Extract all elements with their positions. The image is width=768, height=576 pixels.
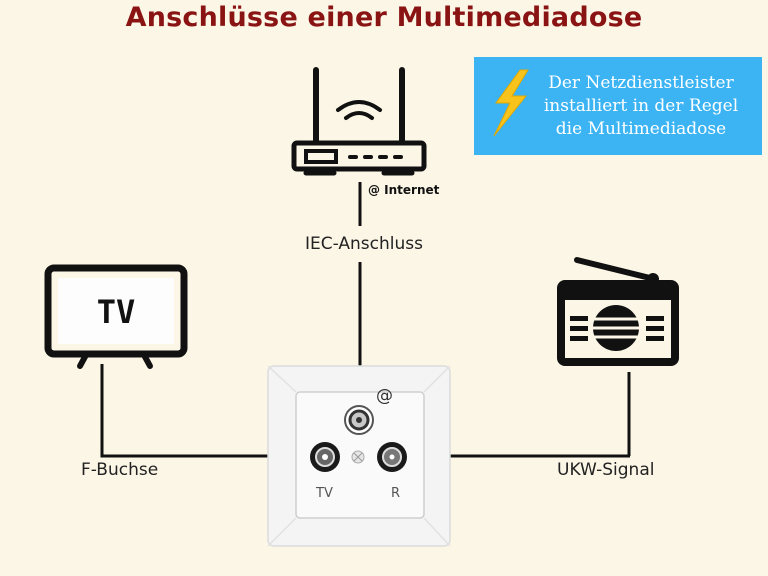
- port-internet[interactable]: [344, 405, 374, 435]
- ukw-label: UKW-Signal: [557, 460, 655, 480]
- internet-label: @ Internet: [368, 183, 440, 197]
- info-text: Der Netzdienstleister installiert in der…: [528, 72, 754, 141]
- cables: [100, 182, 631, 458]
- port-at-label: @: [376, 386, 393, 406]
- screw-icon: [351, 450, 365, 464]
- radio-icon: [557, 257, 679, 366]
- iec-label: IEC-Anschluss: [305, 234, 423, 254]
- cable-ukw: [412, 372, 631, 458]
- router-icon: [291, 67, 427, 176]
- info-line-2: installiert in der Regel: [543, 96, 739, 116]
- multimedia-socket: [267, 365, 451, 547]
- port-r-label: R: [391, 486, 401, 501]
- page-title: Anschlüsse einer Multimediadose: [125, 2, 643, 33]
- port-tv-label: TV: [316, 486, 333, 501]
- port-radio[interactable]: [377, 442, 407, 472]
- info-line-1: Der Netzdienstleister: [548, 73, 734, 93]
- tv-screen-label: TV: [97, 293, 136, 331]
- port-tv[interactable]: [310, 442, 340, 472]
- tv-icon: TV: [44, 264, 188, 369]
- info-line-3: die Multimediadose: [555, 119, 727, 139]
- f-buchse-label: F-Buchse: [81, 460, 159, 480]
- cable-tv: [100, 364, 310, 458]
